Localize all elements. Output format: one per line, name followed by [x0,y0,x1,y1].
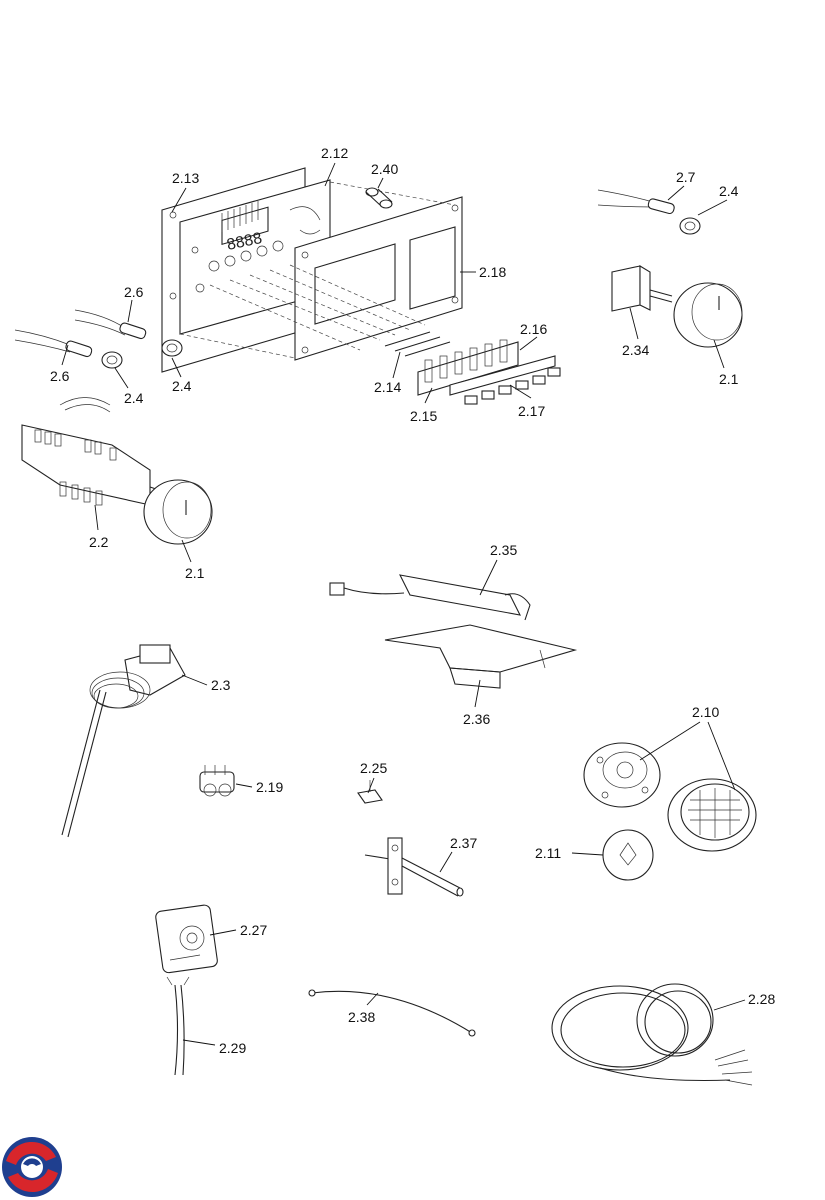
label-2-36: 2.36 [463,711,490,727]
label-2-15: 2.15 [410,408,437,424]
label-2-2: 2.2 [89,534,109,550]
energy-regulator [611,265,743,348]
label-2-28: 2.28 [748,991,775,1007]
label-2-14: 2.14 [374,379,401,395]
label-2-18: 2.18 [479,264,506,280]
oven-lamp-assembly [583,742,757,881]
label-2-27: 2.27 [240,922,267,938]
indicator-lamps-left [14,309,183,369]
label-2-37: 2.37 [450,835,477,851]
clip-and-probe [357,780,464,897]
label-2-19: 2.19 [256,779,283,795]
label-2-40: 2.40 [371,161,398,177]
label-2-3: 2.3 [211,677,231,693]
earth-lead [308,989,476,1037]
label-2-7: 2.7 [676,169,696,185]
label-2-16: 2.16 [520,321,547,337]
label-2-34: 2.34 [622,342,649,358]
label-2-4-right: 2.4 [719,183,739,199]
indicator-lamp-right [597,189,701,235]
brand-logo [2,1137,62,1197]
leader-lines [61,162,746,1046]
control-panel-assembly: 8888 [161,167,561,405]
label-2-6-left: 2.6 [50,368,70,384]
label-2-38: 2.38 [348,1009,375,1025]
label-2-25: 2.25 [360,760,387,776]
wiring-harness [551,983,753,1086]
door-switch-assembly [329,574,578,689]
label-2-10: 2.10 [692,704,719,720]
label-2-4-left: 2.4 [172,378,192,394]
label-2-35: 2.35 [490,542,517,558]
thermostat [61,644,186,838]
label-2-4-mid: 2.4 [124,390,144,406]
label-2-13: 2.13 [172,170,199,186]
label-2-12: 2.12 [321,145,348,161]
part-labels: 2.13 2.12 2.40 2.18 2.16 2.17 2.14 2.15 … [50,145,775,1056]
selector-switch [21,397,213,545]
label-2-6-top: 2.6 [124,284,144,300]
minute-timer [155,904,218,1076]
label-2-1-left: 2.1 [185,565,205,581]
label-2-29: 2.29 [219,1040,246,1056]
label-2-17: 2.17 [518,403,545,419]
label-2-1-right: 2.1 [719,371,739,387]
label-2-11: 2.11 [535,845,561,861]
thermal-cutout [199,765,235,797]
